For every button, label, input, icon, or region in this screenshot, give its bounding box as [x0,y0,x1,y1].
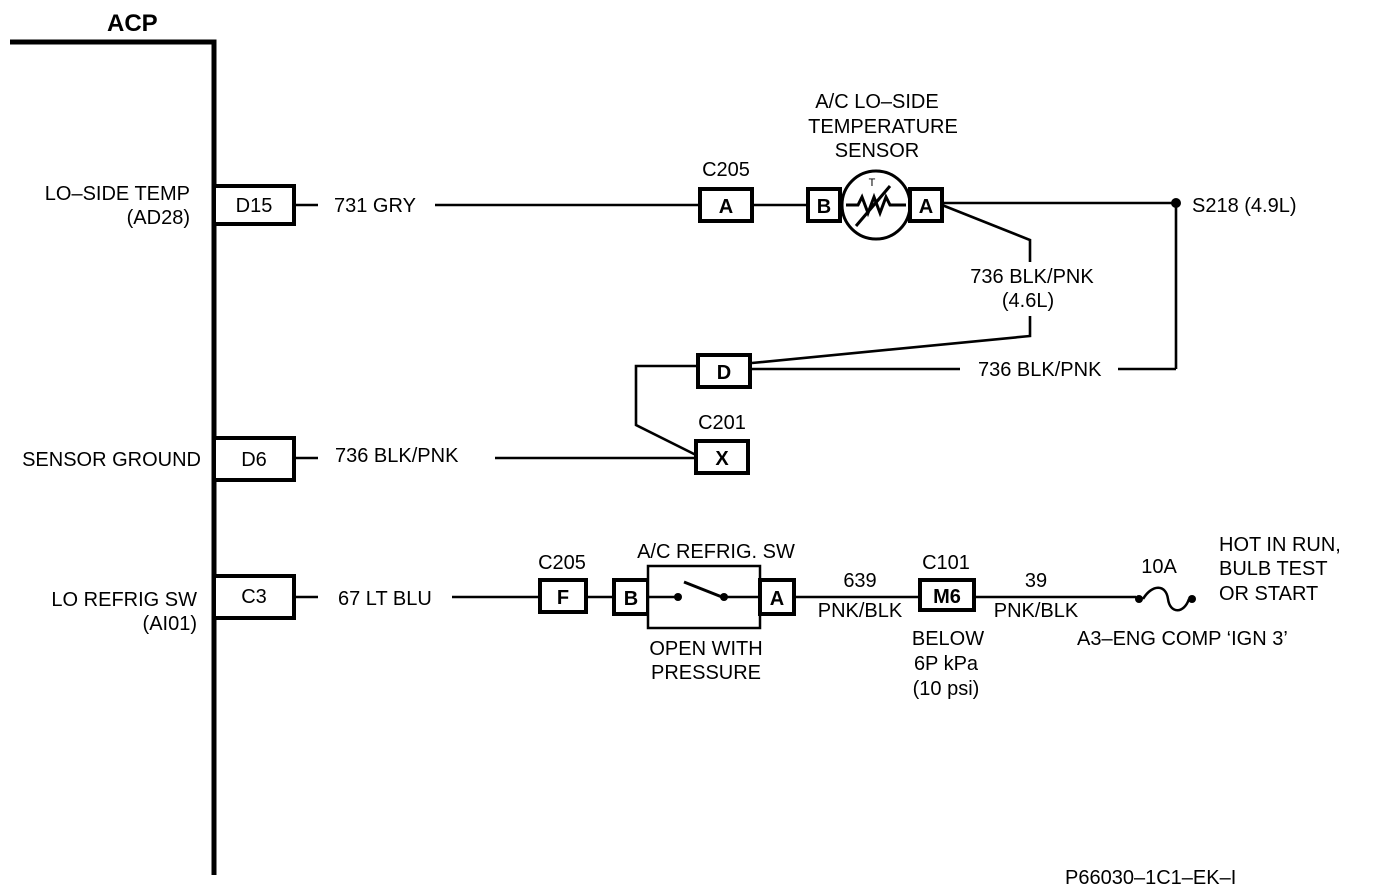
acp-module: ACP [10,10,217,875]
connector-pin-box [538,578,588,614]
connector-pin: D [717,362,731,384]
connector-c205-top: C205 A [698,159,808,223]
sensor-title-line2: TEMPERATURE [808,116,958,138]
thermistor-resistor [846,192,906,218]
splice-label: S218 (4.9L) [1192,195,1297,217]
switch-pin-box-right [758,578,796,616]
figure-id: P66030–1C1–EK–I [1065,867,1236,889]
connector-pin: X [715,448,729,470]
connector-name: C205 [702,159,750,181]
connector-name: C205 [538,552,586,574]
wire-label: (4.6L) [1002,290,1054,312]
ac-refrig-switch: A/C REFRIG. SW B A OPEN WITH PRESSURE [612,541,796,684]
switch-note-line1: OPEN WITH [649,638,762,660]
circuit-sublabel: (AD28) [127,207,190,229]
connector-c101: C101 M6 BELOW 6P kPa (10 psi) [912,552,984,700]
connector-pin: M6 [933,586,961,608]
sensor-pin-right: A [919,196,933,218]
connector-pin-box [698,187,754,223]
wire-label: 67 LT BLU [338,588,432,610]
switch-note-line2: PRESSURE [651,662,761,684]
fuse-terminal [1135,595,1143,603]
connector-pin: A [719,196,733,218]
sensor-pin-left: B [817,196,831,218]
switch-title: A/C REFRIG. SW [637,541,795,563]
power-note-line3: OR START [1219,583,1318,605]
power-note-line2: BULB TEST [1219,558,1328,580]
switch-blade [683,580,723,599]
circuit-sublabel: (AI01) [143,613,197,635]
wire-segment [634,364,699,458]
switch-pin-left: B [624,588,638,610]
connector-pin-box [694,439,750,475]
sensor-title-line3: SENSOR [835,140,919,162]
pin-row-lo-side-temp: LO–SIDE TEMP (AD28) D15 731 GRY [45,183,698,229]
sensor-title-line1: A/C LO–SIDE [815,91,938,113]
pin-label: D6 [241,449,267,471]
wire-label: 736 BLK/PNK [335,445,459,467]
pin-label: C3 [241,586,267,608]
connector-pin-box [918,578,976,612]
switch-contact [674,593,682,601]
power-note-line1: HOT IN RUN, [1219,534,1341,556]
fuse: 10A A3–ENG COMP ‘IGN 3’ HOT IN RUN, BULB… [1077,534,1341,650]
wire-label: 736 BLK/PNK [978,359,1102,381]
fuse-rating: 10A [1141,556,1177,578]
pressure-note-line3: (10 psi) [913,678,980,700]
connector-pin-box [696,353,752,389]
temperature-sensor: A/C LO–SIDE TEMPERATURE SENSOR B T A [806,91,958,241]
pin-row-sensor-ground: SENSOR GROUND D6 736 BLK/PNK [22,436,696,482]
thermistor-letter: T [869,177,876,189]
pin-label: D15 [236,195,273,217]
connector-pin: F [557,587,569,609]
fuse-terminal [1188,595,1196,603]
wire-label: 731 GRY [334,195,416,217]
connector-name: C201 [698,412,746,434]
connector-c201: D C201 X [634,353,752,475]
wire-number: 639 [843,570,876,592]
switch-pin-right: A [770,588,784,610]
wire-label: 736 BLK/PNK [970,266,1094,288]
connector-name: C101 [922,552,970,574]
pin-box [212,574,296,620]
circuit-label: LO–SIDE TEMP [45,183,190,205]
module-title: ACP [107,10,158,37]
splice-s218: S218 (4.9L) [1171,195,1297,217]
circuit-label: SENSOR GROUND [22,449,201,471]
circuit-label: LO REFRIG SW [51,589,197,611]
wire-ground-4-6l [941,203,1032,262]
fuse-element [1141,586,1191,612]
pin-row-lo-refrig-sw: LO REFRIG SW (AI01) C3 67 LT BLU [51,574,540,635]
pressure-note-line2: 6P kPa [914,653,979,675]
fuse-name: A3–ENG COMP ‘IGN 3’ [1077,628,1288,650]
thermistor-slash [854,185,892,227]
pressure-note-line1: BELOW [912,628,984,650]
wire-color: PNK/BLK [818,600,903,622]
wire-ground-4-6l [751,316,1032,365]
wire-color: PNK/BLK [994,600,1079,622]
connector-c205-bottom: C205 F [538,552,614,614]
wire-number: 39 [1025,570,1047,592]
